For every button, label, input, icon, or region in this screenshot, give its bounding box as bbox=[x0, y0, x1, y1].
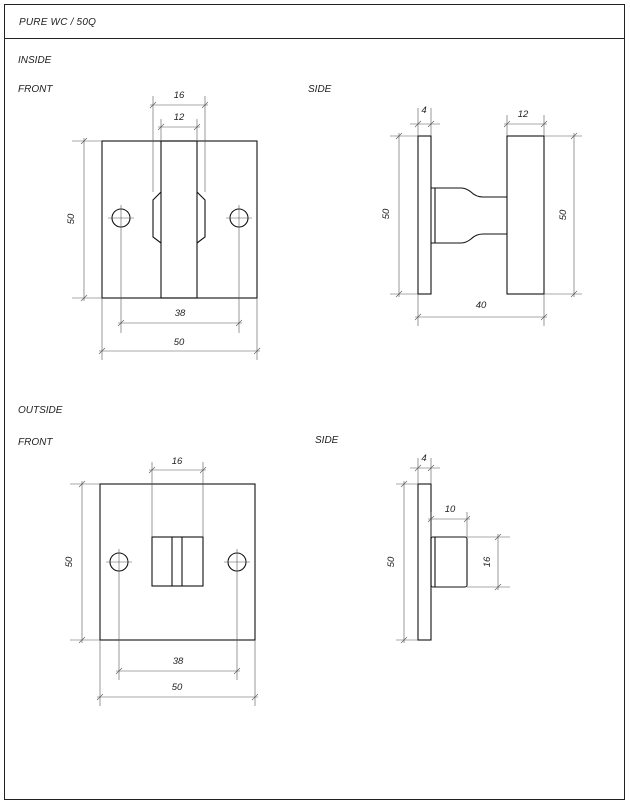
outside-front-dim-16: 16 bbox=[172, 456, 183, 467]
outside-side-dim-4: 4 bbox=[421, 453, 426, 464]
drawing-sheet: PURE WC / 50Q bbox=[4, 4, 625, 800]
outside-side-dim-50l-ticks bbox=[400, 480, 408, 644]
inside-front-dim-38: 38 bbox=[175, 308, 186, 319]
inside-side-dim-50l-lines bbox=[390, 133, 418, 297]
inside-front-dim-12-ticks bbox=[157, 123, 201, 131]
outside-side-label: SIDE bbox=[315, 435, 339, 446]
inside-front-dim-16: 16 bbox=[174, 90, 185, 101]
outside-front-dim-50-vertical: 50 bbox=[64, 556, 75, 567]
outside-front-view: 16 50 38 50 bbox=[64, 456, 259, 706]
inside-front-dim-50-vertical: 50 bbox=[66, 213, 77, 224]
inside-side-neck bbox=[431, 187, 507, 244]
outside-side-dim-16-ticks bbox=[494, 533, 502, 591]
outside-side-dim-10: 10 bbox=[445, 504, 456, 515]
inside-front-turn-lever bbox=[160, 140, 198, 299]
inside-front-dim-50h-ticks bbox=[98, 347, 261, 355]
inside-front-dim-50h-lines bbox=[99, 298, 260, 360]
inside-front-dim-38-ticks bbox=[117, 319, 243, 327]
inside-front-label: FRONT bbox=[18, 84, 53, 95]
inside-front-centerlines bbox=[108, 205, 252, 231]
inside-front-dim-50-horizontal: 50 bbox=[174, 337, 185, 348]
drawing-title: PURE WC / 50Q bbox=[19, 17, 97, 28]
inside-side-plate bbox=[417, 135, 432, 295]
outside-front-dim-50-horizontal: 50 bbox=[172, 682, 183, 693]
inside-side-label: SIDE bbox=[308, 84, 332, 95]
outside-front-centerlines bbox=[106, 549, 250, 575]
inside-side-dim-12: 12 bbox=[518, 109, 529, 120]
inside-front-dim-16-ticks bbox=[149, 101, 209, 109]
outside-heading: OUTSIDE bbox=[18, 405, 63, 416]
inside-side-dim-40-ticks bbox=[414, 313, 548, 321]
outside-front-dim-38: 38 bbox=[173, 656, 184, 667]
inside-side-dim-50-left: 50 bbox=[381, 208, 392, 219]
inside-heading: INSIDE bbox=[18, 55, 52, 66]
inside-side-dim-4: 4 bbox=[421, 105, 426, 116]
inside-front-dim-12: 12 bbox=[174, 112, 185, 123]
outside-front-plate bbox=[99, 483, 256, 641]
outside-side-dim-50l-lines bbox=[396, 481, 418, 643]
inside-side-dim-50-right: 50 bbox=[558, 209, 569, 220]
inside-side-dim-4-ticks bbox=[414, 120, 435, 128]
outside-side-dim-16: 16 bbox=[482, 556, 493, 567]
inside-front-dim-50v-lines bbox=[72, 138, 102, 301]
outside-side-dim-10-ticks bbox=[427, 515, 471, 523]
outside-side-dim-50-left: 50 bbox=[386, 556, 397, 567]
outside-front-dim-38-ticks bbox=[115, 667, 241, 675]
outside-side-dim-4-lines bbox=[410, 458, 440, 484]
inside-front-dim-50v-ticks bbox=[80, 137, 88, 302]
outside-front-indicator bbox=[151, 536, 204, 587]
inside-side-dim-4-lines bbox=[410, 108, 440, 136]
outside-front-dim-50h-ticks bbox=[96, 693, 259, 701]
inside-side-dim-40: 40 bbox=[476, 300, 487, 311]
inside-side-knob bbox=[506, 135, 545, 295]
inside-front-dim-12-lines bbox=[158, 119, 200, 141]
outside-side-dim-16-lines bbox=[467, 534, 510, 590]
outside-side-dim-4-ticks bbox=[414, 464, 435, 472]
inside-side-dim-12-ticks bbox=[503, 120, 548, 128]
inside-side-dim-50r-ticks bbox=[570, 132, 578, 298]
inside-side-dim-12-lines bbox=[504, 115, 547, 136]
title-bar: PURE WC / 50Q bbox=[5, 5, 624, 39]
outside-side-plate bbox=[417, 483, 432, 641]
outside-front-dim-50h-lines bbox=[97, 640, 258, 706]
inside-front-dim-38-lines bbox=[118, 231, 242, 333]
outside-front-dim-50v-ticks bbox=[78, 480, 86, 644]
inside-side-dim-50l-ticks bbox=[395, 132, 403, 298]
outside-side-view: 4 10 50 16 bbox=[386, 453, 510, 644]
inside-front-plate bbox=[101, 140, 258, 299]
inside-side-view: 4 12 50 50 40 bbox=[381, 105, 582, 326]
outside-front-dim-38-lines bbox=[116, 575, 240, 680]
outside-front-indicator-slot bbox=[171, 537, 183, 586]
outside-front-dim-16-lines bbox=[149, 462, 206, 537]
outside-side-indicator bbox=[430, 536, 468, 588]
inside-front-dim-16-lines bbox=[150, 96, 208, 192]
inside-side-dim-40-lines bbox=[415, 294, 547, 326]
inside-front-lever-base bbox=[152, 191, 206, 244]
outside-side-dim-10-lines bbox=[428, 512, 470, 537]
inside-side-dim-50r-lines bbox=[544, 133, 582, 297]
outside-front-dim-16-ticks bbox=[148, 466, 207, 474]
outside-front-dim-50v-lines bbox=[70, 481, 100, 643]
inside-front-view: 16 12 50 38 50 bbox=[66, 90, 261, 360]
outside-front-label: FRONT bbox=[18, 437, 53, 448]
